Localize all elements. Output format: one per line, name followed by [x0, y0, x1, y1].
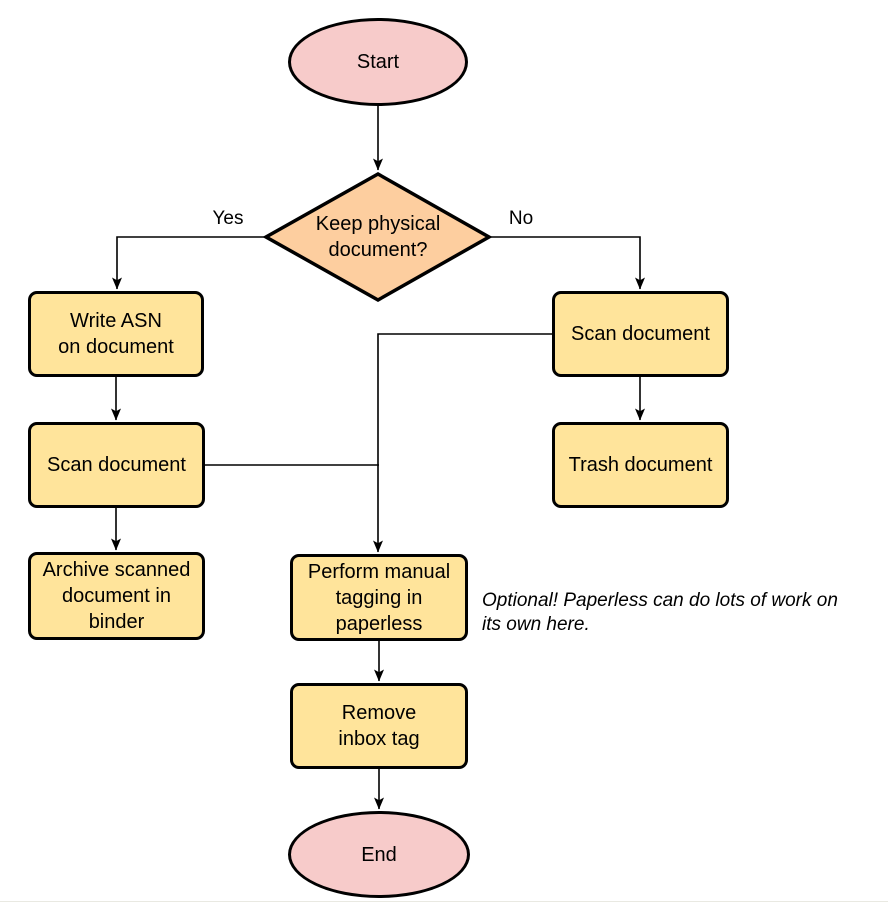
edge-label-yes: Yes	[212, 208, 244, 229]
node-write-asn: Write ASN on document	[28, 291, 204, 377]
edge-decision-yes-to-write-asn	[112, 236, 266, 290]
node-archive-scanned: Archive scanned document in binder	[28, 552, 205, 640]
bottom-divider	[0, 901, 888, 902]
node-remove-inbox-tag: Remove inbox tag	[290, 683, 468, 769]
edge-decision-no-to-scan-right	[489, 236, 645, 290]
decision-diamond-shape	[262, 171, 493, 303]
node-scan-document-left: Scan document	[28, 422, 205, 508]
node-trash-document: Trash document	[552, 422, 729, 508]
node-label-archive-scanned: Archive scanned document in binder	[42, 559, 191, 633]
node-label-scan-document-left: Scan document	[47, 454, 186, 476]
node-label-scan-document-right: Scan document	[571, 323, 710, 345]
node-scan-document-right: Scan document	[552, 291, 729, 377]
node-label-end: End	[361, 843, 397, 866]
node-label-write-asn: Write ASN on document	[58, 310, 174, 358]
node-label-trash-document: Trash document	[568, 454, 713, 476]
node-decision: Keep physical document?	[278, 196, 478, 278]
node-label-remove-inbox-tag: Remove inbox tag	[338, 702, 420, 750]
node-manual-tagging: Perform manual tagging in paperless	[290, 554, 468, 641]
edge-label-no: No	[508, 208, 534, 229]
node-end: End	[288, 811, 470, 898]
node-label-manual-tagging: Perform manual tagging in paperless	[307, 560, 451, 635]
node-label-start: Start	[356, 51, 400, 73]
node-label-decision: Keep physical document?	[315, 213, 441, 261]
node-start: Start	[288, 18, 468, 106]
edge-scan-right-to-tagging	[373, 333, 552, 553]
optional-note: Optional! Paperless can do lots of work …	[482, 590, 838, 635]
